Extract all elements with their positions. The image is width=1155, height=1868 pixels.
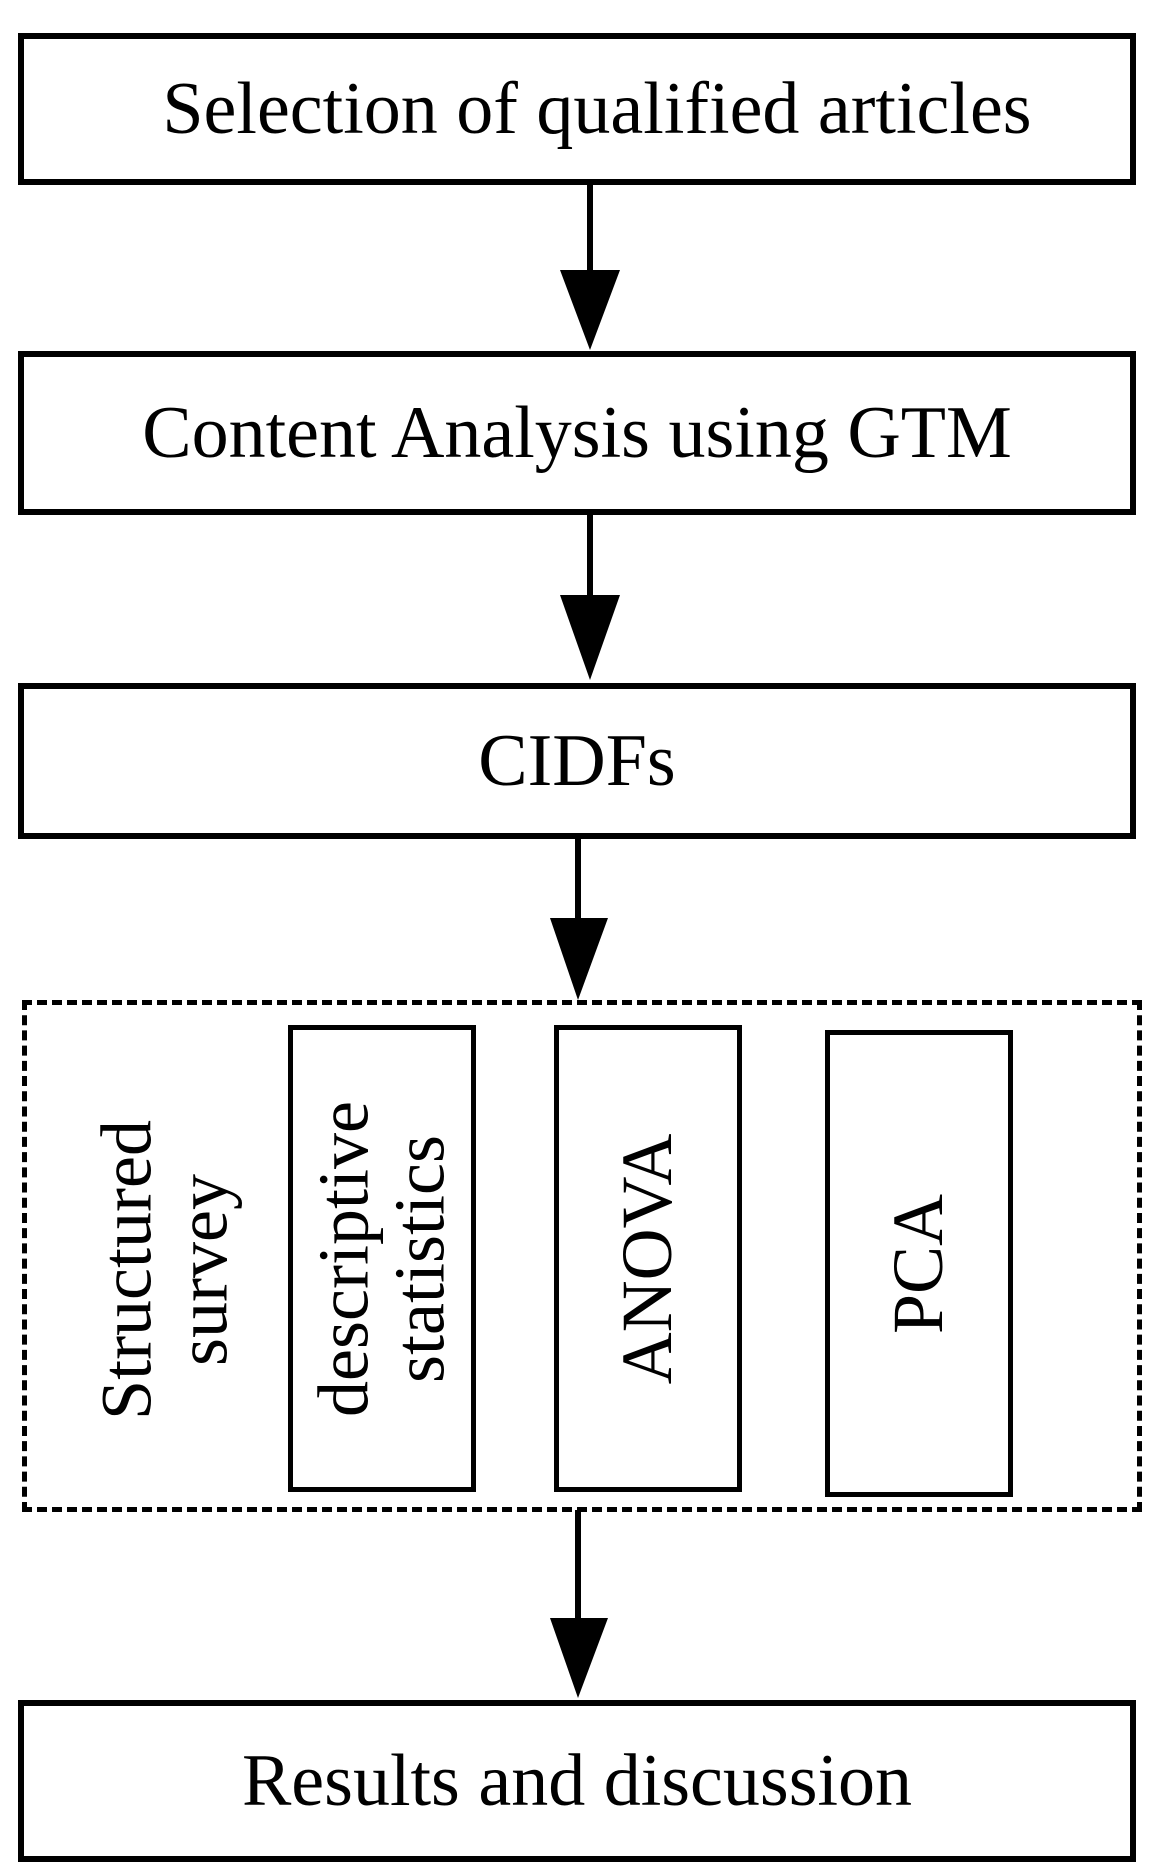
arrow-3 [550, 837, 608, 1000]
method-descriptive-line1: descriptive [303, 1100, 384, 1417]
method-anova-text: ANOVA [607, 1133, 688, 1384]
method-anova-box: ANOVA [554, 1025, 742, 1492]
step-content-analysis-box: Content Analysis using GTM [18, 351, 1136, 515]
step-results-box: Results and discussion [18, 1700, 1136, 1862]
arrow-1 [560, 183, 620, 350]
step-selection-label: Selection of qualified articles [162, 68, 1032, 150]
arrow-2 [560, 513, 620, 680]
structured-survey-group [22, 1000, 1142, 1512]
survey-label-line2: survey [162, 1174, 242, 1366]
method-pca-text: PCA [878, 1193, 959, 1334]
step-content-analysis-label: Content Analysis using GTM [142, 392, 1012, 474]
step-cidfs-box: CIDFs [18, 683, 1136, 839]
method-descriptive-label: descriptive statistics [303, 1100, 459, 1417]
step-cidfs-label: CIDFs [478, 720, 676, 802]
method-descriptive-box: descriptive statistics [288, 1025, 476, 1492]
survey-label-text: Structured survey [86, 1120, 242, 1420]
method-descriptive-line2: statistics [379, 1134, 459, 1383]
step-results-label: Results and discussion [241, 1740, 913, 1822]
arrow-4 [550, 1510, 608, 1698]
step-selection-box: Selection of qualified articles [18, 33, 1136, 185]
survey-label-line1: Structured [86, 1120, 167, 1420]
method-pca-label: PCA [878, 1193, 959, 1334]
survey-label: Structured survey [70, 1060, 260, 1480]
method-pca-box: PCA [825, 1030, 1013, 1497]
method-anova-label: ANOVA [607, 1133, 688, 1384]
